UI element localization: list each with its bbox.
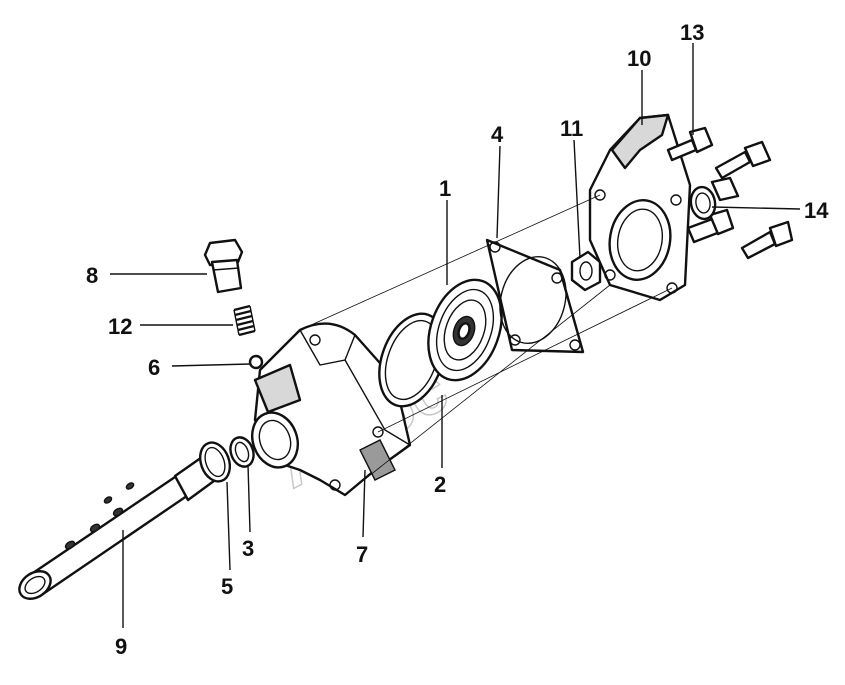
part-nut	[570, 250, 602, 292]
callout-labels: 1 2 3 4 5 6 7 8 9 10 11 12 13 14	[86, 20, 829, 659]
callout-12: 12	[108, 314, 132, 339]
leader-lines	[110, 43, 801, 628]
callout-1: 1	[439, 176, 451, 201]
part-shaft	[18, 448, 227, 600]
part-ring-3	[229, 436, 255, 468]
callout-14: 14	[804, 198, 829, 223]
callout-5: 5	[221, 574, 233, 599]
part-bolts	[666, 126, 794, 260]
callout-11: 11	[560, 116, 583, 141]
part-spring	[233, 304, 256, 337]
part-flange	[588, 113, 692, 302]
part-oring-5	[198, 441, 232, 483]
part-ball	[248, 354, 264, 370]
callout-6: 6	[148, 355, 160, 380]
part-gasket	[485, 238, 585, 354]
part-plug	[203, 238, 244, 294]
part-bearing	[427, 278, 503, 382]
callout-2: 2	[434, 472, 446, 497]
callout-9: 9	[115, 634, 127, 659]
assembly-lines	[299, 194, 673, 496]
part-housing	[251, 322, 412, 497]
callout-4: 4	[491, 122, 504, 147]
callout-3: 3	[242, 536, 254, 561]
callout-7: 7	[356, 542, 368, 567]
callout-10: 10	[627, 46, 651, 71]
callout-13: 13	[680, 20, 704, 45]
part-washer	[689, 176, 740, 221]
callout-8: 8	[86, 263, 98, 288]
